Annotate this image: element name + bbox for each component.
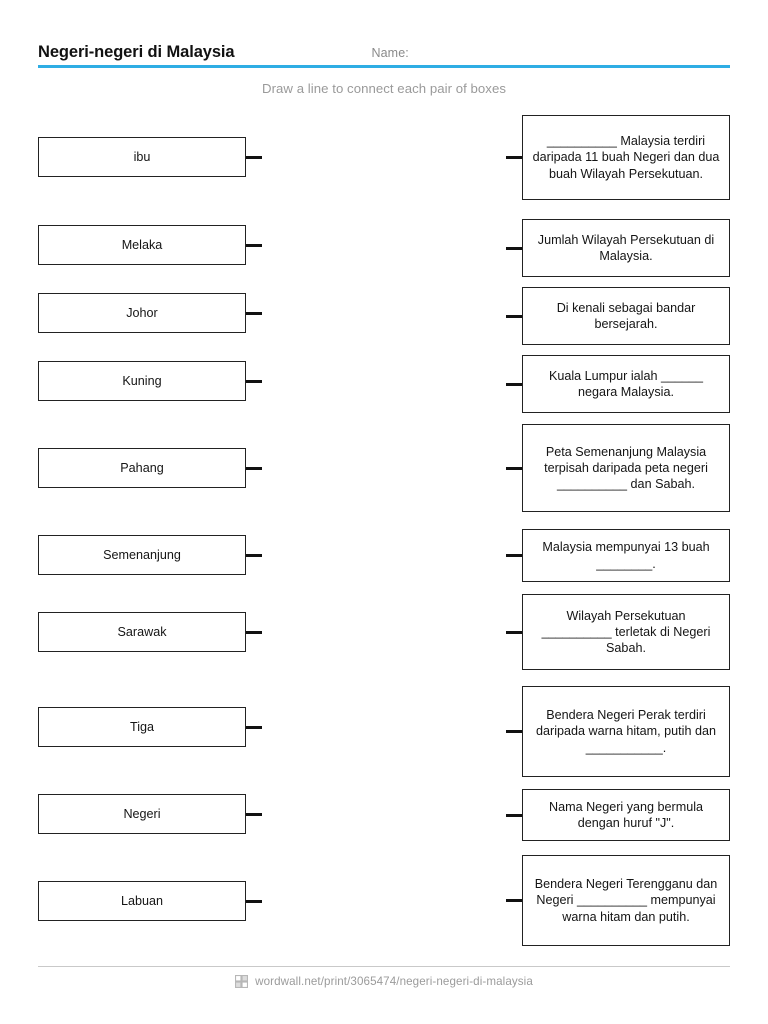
right-box-5[interactable]: Peta Semenanjung Malaysia terpisah darip…	[522, 424, 730, 512]
left-connector-nub-2[interactable]	[246, 243, 262, 247]
right-connector-nub-9[interactable]	[506, 813, 522, 817]
left-box-7[interactable]: Sarawak	[38, 612, 246, 652]
left-connector-nub-8[interactable]	[246, 725, 262, 729]
left-box-6[interactable]: Semenanjung	[38, 535, 246, 575]
right-connector-nub-7[interactable]	[506, 630, 522, 634]
left-connector-nub-9[interactable]	[246, 812, 262, 816]
right-connector-nub-6[interactable]	[506, 554, 522, 557]
right-box-1[interactable]: __________ Malaysia terdiri daripada 11 …	[522, 115, 730, 200]
left-box-5[interactable]: Pahang	[38, 448, 246, 488]
right-box-7[interactable]: Wilayah Persekutuan __________ terletak …	[522, 594, 730, 670]
left-box-1[interactable]: ibu	[38, 137, 246, 177]
right-connector-nub-2[interactable]	[506, 246, 522, 250]
right-connector-nub-4[interactable]	[506, 382, 522, 386]
left-connector-nub-5[interactable]	[246, 466, 262, 470]
left-connector-nub-6[interactable]	[246, 553, 262, 557]
right-box-2[interactable]: Jumlah Wilayah Persekutuan di Malaysia.	[522, 219, 730, 277]
footer-divider	[38, 966, 730, 967]
right-connector-nub-1[interactable]	[506, 156, 522, 159]
right-box-4[interactable]: Kuala Lumpur ialah ______ negara Malaysi…	[522, 355, 730, 413]
left-box-3[interactable]: Johor	[38, 293, 246, 333]
wordwall-logo-icon	[235, 975, 249, 988]
right-box-3[interactable]: Di kenali sebagai bandar bersejarah.	[522, 287, 730, 345]
left-connector-nub-10[interactable]	[246, 899, 262, 903]
right-connector-nub-5[interactable]	[506, 466, 522, 470]
left-connector-nub-7[interactable]	[246, 630, 262, 634]
instruction-text: Draw a line to connect each pair of boxe…	[262, 81, 506, 96]
name-field-label: Name:	[371, 45, 409, 60]
page-title: Negeri-negeri di Malaysia	[38, 42, 235, 61]
right-connector-nub-10[interactable]	[506, 899, 522, 902]
left-box-9[interactable]: Negeri	[38, 794, 246, 834]
left-connector-nub-1[interactable]	[246, 155, 262, 159]
footer-url: wordwall.net/print/3065474/negeri-negeri…	[255, 975, 533, 988]
right-box-10[interactable]: Bendera Negeri Terengganu dan Negeri ___…	[522, 855, 730, 946]
right-box-9[interactable]: Nama Negeri yang bermula dengan huruf "J…	[522, 789, 730, 841]
left-connector-nub-4[interactable]	[246, 379, 262, 383]
left-connector-nub-3[interactable]	[246, 311, 262, 315]
right-box-6[interactable]: Malaysia mempunyai 13 buah ________.	[522, 529, 730, 582]
right-connector-nub-8[interactable]	[506, 730, 522, 733]
footer: wordwall.net/print/3065474/negeri-negeri…	[0, 975, 768, 988]
worksheet-header: Negeri-negeri di Malaysia Name:	[38, 36, 730, 68]
left-box-4[interactable]: Kuning	[38, 361, 246, 401]
right-box-8[interactable]: Bendera Negeri Perak terdiri daripada wa…	[522, 686, 730, 777]
left-box-2[interactable]: Melaka	[38, 225, 246, 265]
left-box-8[interactable]: Tiga	[38, 707, 246, 747]
left-box-10[interactable]: Labuan	[38, 881, 246, 921]
right-connector-nub-3[interactable]	[506, 314, 522, 318]
